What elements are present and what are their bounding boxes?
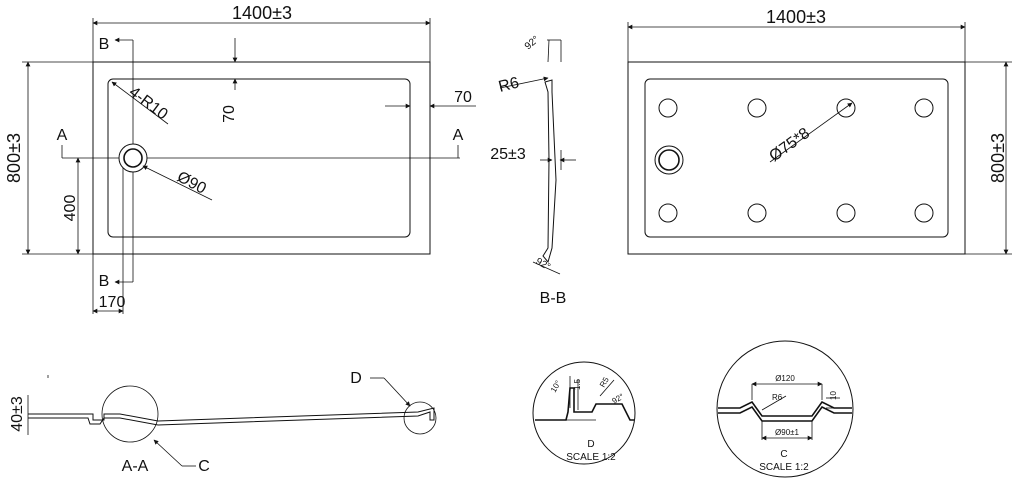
foot-circle (914, 98, 934, 118)
foot-circle (747, 98, 767, 118)
height-dimension-label: 800±3 (4, 133, 24, 183)
corner-radius-label: 4-R10 (126, 84, 171, 124)
detail-d-angle2: 92° (611, 392, 626, 406)
drain-diameter-label: Ø90 (174, 169, 209, 198)
top-view: 1400±3 800±3 70 70 4-R10 A A B B Ø90 (4, 3, 476, 314)
detail-d-label: D (587, 439, 594, 450)
detail-c-circle (101, 385, 159, 443)
top-offset-label: 70 (221, 105, 238, 123)
bottom-outline (627, 61, 966, 255)
detail-d-profile (535, 387, 634, 421)
detail-c-depth: 10 (829, 391, 838, 400)
foot-circle (747, 203, 767, 223)
detail-d-callout: D (350, 370, 362, 387)
section-aa-profile (28, 407, 435, 426)
section-a-right-label: A (453, 127, 464, 144)
drain-bottom-inner (658, 149, 680, 171)
detail-c-hole-dia: Ø90±1 (775, 428, 800, 437)
detail-d-angle: 10° (549, 379, 563, 394)
detail-c-callout: C (198, 458, 210, 475)
drain-inner (123, 148, 143, 168)
section-bb-title: B-B (540, 290, 567, 307)
drain-x-label: 170 (99, 294, 126, 311)
section-b-bottom-label: B (99, 273, 110, 290)
detail-d-scale: SCALE 1:2 (566, 452, 616, 463)
detail-c-scale: SCALE 1:2 (759, 462, 809, 473)
foot-diameter-label: Ø75*8 (766, 125, 813, 165)
right-offset-label: 70 (454, 89, 472, 106)
drain-outer (118, 143, 148, 173)
foot-circle (658, 203, 678, 223)
bottom-view: 1400±3 800±3 Ø75*8 (627, 7, 1012, 255)
section-aa: 40±3 A-A C D (9, 370, 437, 475)
bottom-width-label: 1400±3 (766, 7, 826, 27)
foot-circle (836, 98, 856, 118)
drain-bottom-outer (654, 145, 684, 175)
detail-c-profile-top (718, 400, 852, 417)
foot-circle (658, 98, 678, 118)
drain-y-label: 400 (62, 195, 79, 222)
section-bb-radius-label: R6 (497, 74, 521, 95)
detail-d-circle (403, 401, 437, 435)
section-aa-title: A-A (122, 458, 149, 475)
section-bb-profile (542, 79, 557, 264)
detail-c-label: C (780, 449, 787, 460)
bottom-inner-outline (644, 78, 949, 238)
section-b-top-label: B (99, 36, 110, 53)
detail-d-radius: R5 (598, 375, 611, 389)
bottom-height-label: 800±3 (988, 133, 1008, 183)
section-bb-depth-label: 25±3 (490, 146, 526, 163)
section-bb: 92° R6 25±3 92° B-B (490, 34, 576, 307)
section-aa-height-label: 40±3 (9, 396, 26, 432)
detail-c-boundary (716, 340, 854, 478)
detail-d: 10° 1.5 R5 92° D SCALE 1:2 (532, 361, 636, 465)
detail-d-thickness: 1.5 (573, 378, 582, 390)
detail-c-radius: R6 (772, 393, 783, 402)
detail-c-outer-dia: Ø120 (775, 374, 795, 383)
foot-circle (836, 203, 856, 223)
foot-circle (914, 203, 934, 223)
width-dimension-label: 1400±3 (232, 3, 292, 23)
detail-c-profile-bottom (718, 405, 852, 422)
detail-d-boundary (532, 361, 636, 465)
section-a-left-label: A (57, 127, 68, 144)
detail-c: Ø120 R6 10 Ø90±1 C SCALE 1:2 (716, 340, 854, 478)
section-bb-angle-top: 92° (523, 34, 542, 52)
